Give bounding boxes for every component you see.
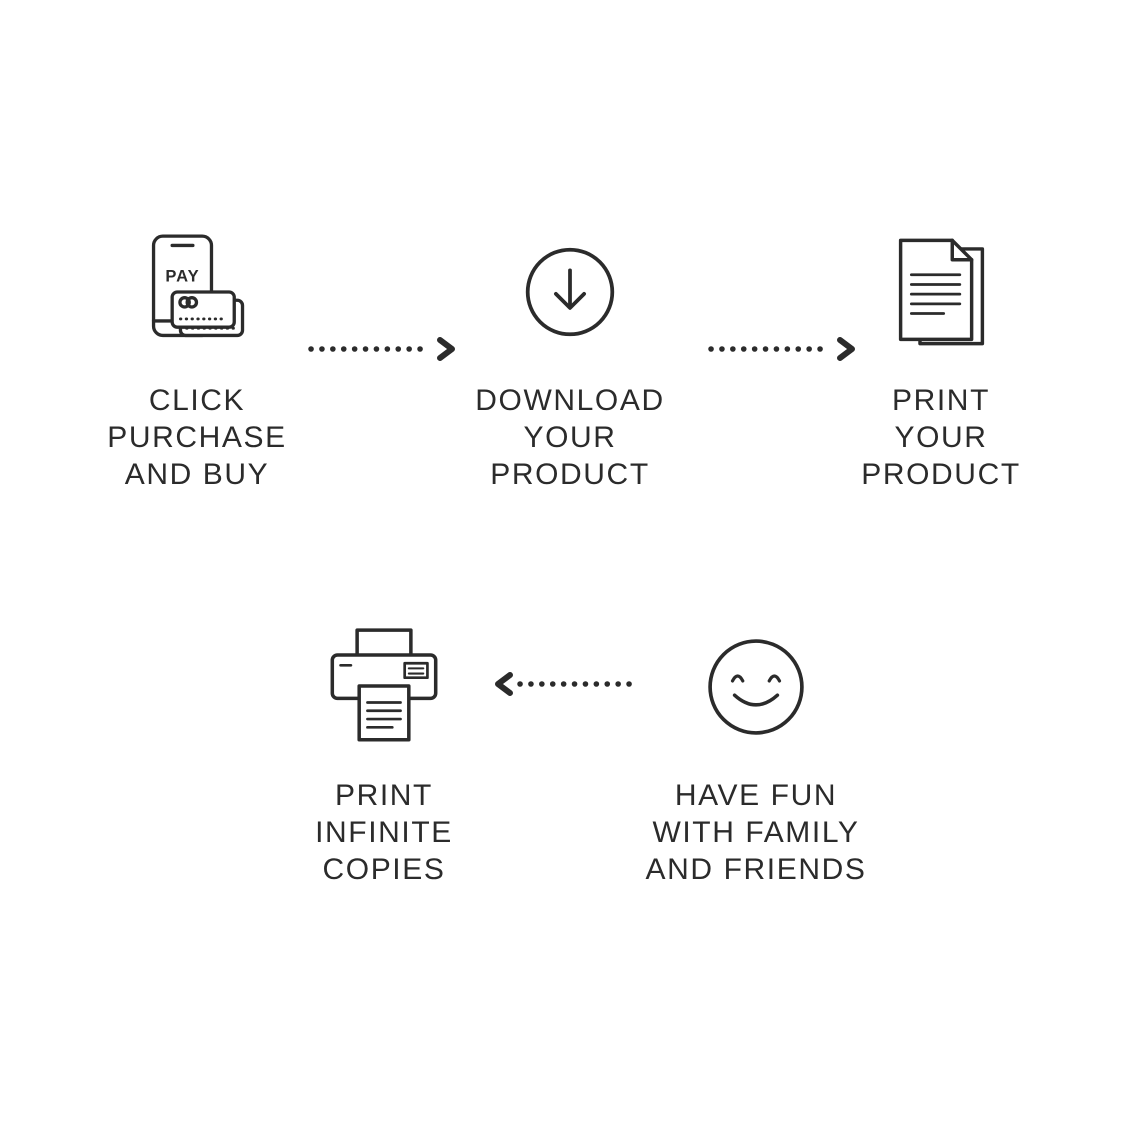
pay-label: PAY	[165, 267, 199, 286]
step-label-line: YOUR	[523, 421, 617, 454]
step-label-line: CLICK	[148, 384, 246, 417]
step-print-product: PRINT YOUR PRODUCT	[801, 222, 1081, 493]
step-label-line: AND FRIENDS	[645, 853, 867, 886]
step-label-line: COPIES	[322, 853, 446, 886]
printer-icon	[244, 613, 524, 761]
step-label: PRINT INFINITE COPIES	[315, 777, 453, 888]
step-label-line: PRODUCT	[490, 458, 650, 491]
mobile-payment-icon: PAY	[57, 222, 337, 362]
step-label: DOWNLOAD YOUR PRODUCT	[475, 382, 664, 493]
step-click-purchase: PAY CLICK PURCHASE AND BUY	[57, 222, 337, 493]
step-label-line: DOWNLOAD	[475, 384, 665, 417]
step-label-line: PRINT	[892, 384, 990, 417]
step-print-infinite-copies: PRINT INFINITE COPIES	[244, 613, 524, 888]
step-label-line: INFINITE	[315, 816, 453, 849]
dotted-arrow-right-icon	[306, 336, 458, 362]
step-label-line: WITH FAMILY	[652, 816, 860, 849]
step-download-product: DOWNLOAD YOUR PRODUCT	[430, 222, 710, 493]
step-label-line: YOUR	[894, 421, 988, 454]
dotted-arrow-right-icon	[706, 336, 858, 362]
download-icon	[430, 222, 710, 362]
step-label-line: PURCHASE	[107, 421, 287, 454]
smiley-icon	[616, 613, 896, 761]
step-label-line: HAVE FUN	[674, 779, 838, 812]
step-label-line: AND BUY	[124, 458, 270, 491]
step-label-line: PRODUCT	[861, 458, 1021, 491]
step-label: PRINT YOUR PRODUCT	[861, 382, 1021, 493]
step-label-line: PRINT	[334, 779, 433, 812]
documents-icon	[801, 222, 1081, 362]
dotted-arrow-left-icon	[492, 671, 644, 697]
step-label: HAVE FUN WITH FAMILY AND FRIENDS	[646, 777, 867, 888]
step-have-fun: HAVE FUN WITH FAMILY AND FRIENDS	[616, 613, 896, 888]
step-label: CLICK PURCHASE AND BUY	[107, 382, 287, 493]
